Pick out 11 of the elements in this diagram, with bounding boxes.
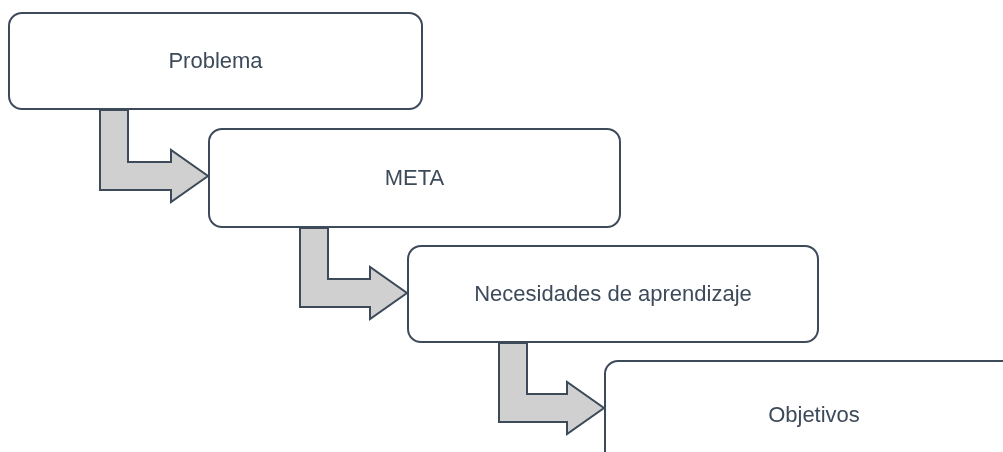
bent-arrow <box>99 109 210 204</box>
bent-arrow <box>498 342 606 436</box>
box-label: META <box>384 165 445 191</box>
bent-arrow <box>299 227 409 321</box>
box-label: Objetivos <box>768 402 860 428</box>
box-label: Necesidades de aprendizaje <box>474 281 752 307</box>
process-box <box>208 128 621 228</box>
box-label: Problema <box>168 48 263 74</box>
process-box <box>604 360 1003 452</box>
process-box <box>407 245 819 343</box>
process-box <box>8 12 423 110</box>
